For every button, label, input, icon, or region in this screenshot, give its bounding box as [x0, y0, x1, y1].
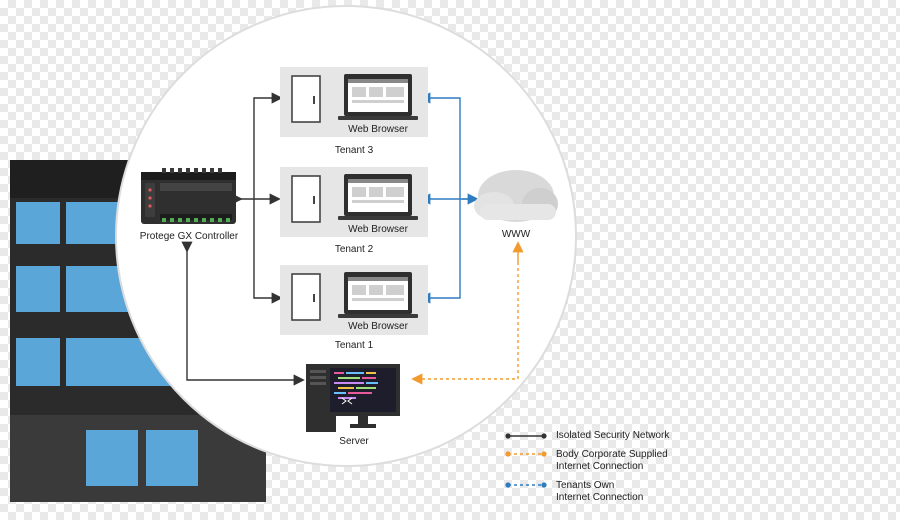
tenant-2-browser-label: Web Browser: [348, 224, 408, 235]
legend-swatch-body-corporate: [505, 451, 547, 457]
laptop-icon: [338, 272, 418, 318]
legend-label-line2: Internet Connection: [556, 461, 644, 472]
legend-label: Tenants Own: [556, 480, 615, 491]
legend-label-line2: Internet Connection: [556, 492, 644, 503]
legend-label: Body Corporate Supplied: [556, 449, 668, 460]
tenant-3-browser-label: Web Browser: [348, 124, 408, 135]
door-icon: [291, 75, 321, 123]
legend-item-body-corporate: Body Corporate Supplied Internet Connect…: [556, 449, 686, 473]
legend-label: Isolated Security Network: [556, 430, 670, 441]
cloud-label: WWW: [501, 229, 531, 240]
legend-swatch-tenant: [505, 482, 547, 488]
tenant-2-panel: [280, 167, 428, 237]
legend-item-tenant: Tenants Own Internet Connection: [556, 480, 686, 504]
tenant-1-browser-label: Web Browser: [348, 321, 408, 332]
laptop-icon: [338, 174, 418, 220]
tenant-internet-lines: [419, 92, 480, 304]
security-network-lines: [181, 92, 305, 386]
door-icon: [291, 273, 321, 321]
tenant-1-label: Tenant 1: [334, 340, 374, 351]
controller-label: Protege GX Controller: [139, 231, 239, 242]
legend-item-security: Isolated Security Network: [556, 430, 686, 442]
tenant-1-panel: [280, 265, 428, 335]
tenant-3-panel: [280, 67, 428, 137]
body-corporate-line: [411, 241, 524, 385]
laptop-icon: [338, 74, 418, 120]
server-label: Server: [339, 436, 369, 447]
door-icon: [291, 175, 321, 223]
tenant-3-label: Tenant 3: [334, 145, 374, 156]
legend-swatch-security: [505, 433, 547, 439]
tenant-2-label: Tenant 2: [334, 244, 374, 255]
